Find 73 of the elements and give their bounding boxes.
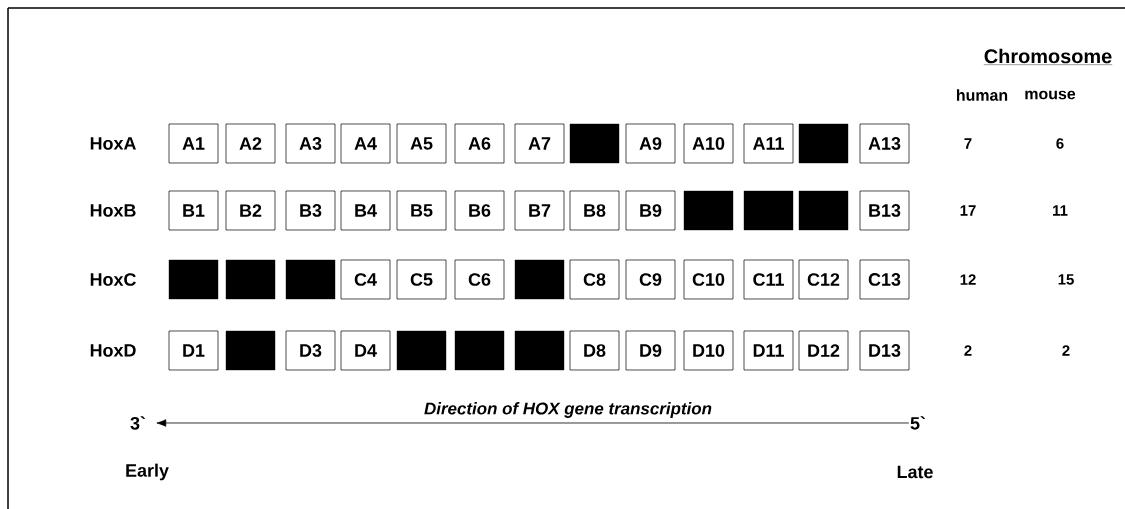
row-label: Early [126,463,169,481]
filled-gene-box [798,190,849,231]
gene-box: B7 [514,190,565,231]
gene-box: A4 [340,123,391,164]
gene-box: B2 [225,190,276,231]
chromosome-number: 17 [960,205,976,216]
filled-gene-box [514,259,565,300]
gene-box: A6 [454,123,505,164]
row-label: HoxC [90,273,136,286]
chromosome-number: 2 [964,345,972,356]
chromosome-number: 11 [1053,205,1068,216]
gene-box: B3 [285,190,336,231]
gene-box: D3 [285,330,336,371]
gene-box: C11 [743,259,794,300]
filled-gene-box [743,190,794,231]
gene-box: D10 [683,330,734,371]
gene-box: A13 [859,123,910,164]
filled-gene-box [225,330,276,371]
gene-box: C12 [798,259,849,300]
gene-box: C8 [569,259,620,300]
gene-box: A10 [683,123,734,164]
chromosome-number: 7 [964,138,972,149]
gene-box: C13 [859,259,910,300]
chromosome-number: 2 [1062,345,1070,356]
column-heading: mouse [1025,90,1076,100]
gene-box: A2 [225,123,276,164]
gene-box: B13 [859,190,910,231]
gene-box: D4 [340,330,391,371]
filled-gene-box [514,330,565,371]
edge-label: Direction of HOX gene transcription [423,401,713,419]
filled-gene-box [225,259,276,300]
filled-gene-box [168,259,219,300]
chromosome-number: 12 [960,274,976,285]
gene-box: C6 [454,259,505,300]
row-label: HoxD [90,344,136,357]
end-label: 5` [910,416,926,430]
gene-box: A1 [168,123,219,164]
filled-gene-box [683,190,734,231]
gene-box: A9 [625,123,676,164]
chromosome-number: 15 [1058,274,1074,285]
gene-box: D13 [859,330,910,371]
gene-box: B1 [168,190,219,231]
filled-gene-box [569,123,620,164]
end-label: 3` [130,416,146,430]
gene-box: D1 [168,330,219,371]
gene-box: A7 [514,123,565,164]
row-label: HoxA [90,137,136,150]
gene-box: D8 [569,330,620,371]
gene-box: C5 [396,259,447,300]
gene-box: B6 [454,190,505,231]
gene-box: C10 [683,259,734,300]
gene-box: A3 [285,123,336,164]
gene-box: D12 [798,330,849,371]
gene-box: B4 [340,190,391,231]
gene-box: C9 [625,259,676,300]
gene-box: B9 [625,190,676,231]
gene-box: A11 [743,123,794,164]
gene-box: D9 [625,330,676,371]
row-label: HoxB [90,204,136,217]
column-heading: human [957,89,1008,101]
gene-box: B5 [396,190,447,231]
row-label: Late [897,465,933,479]
gene-box: C4 [340,259,391,300]
filled-gene-box [454,330,505,371]
gene-box: B8 [569,190,620,231]
gene-box: A5 [396,123,447,164]
chromosome-number: 6 [1056,138,1064,149]
filled-gene-box [285,259,336,300]
column-heading: Chromosome [983,48,1113,65]
arrow [156,419,910,427]
filled-gene-box [798,123,849,164]
gene-box: D11 [743,330,794,371]
filled-gene-box [396,330,447,371]
